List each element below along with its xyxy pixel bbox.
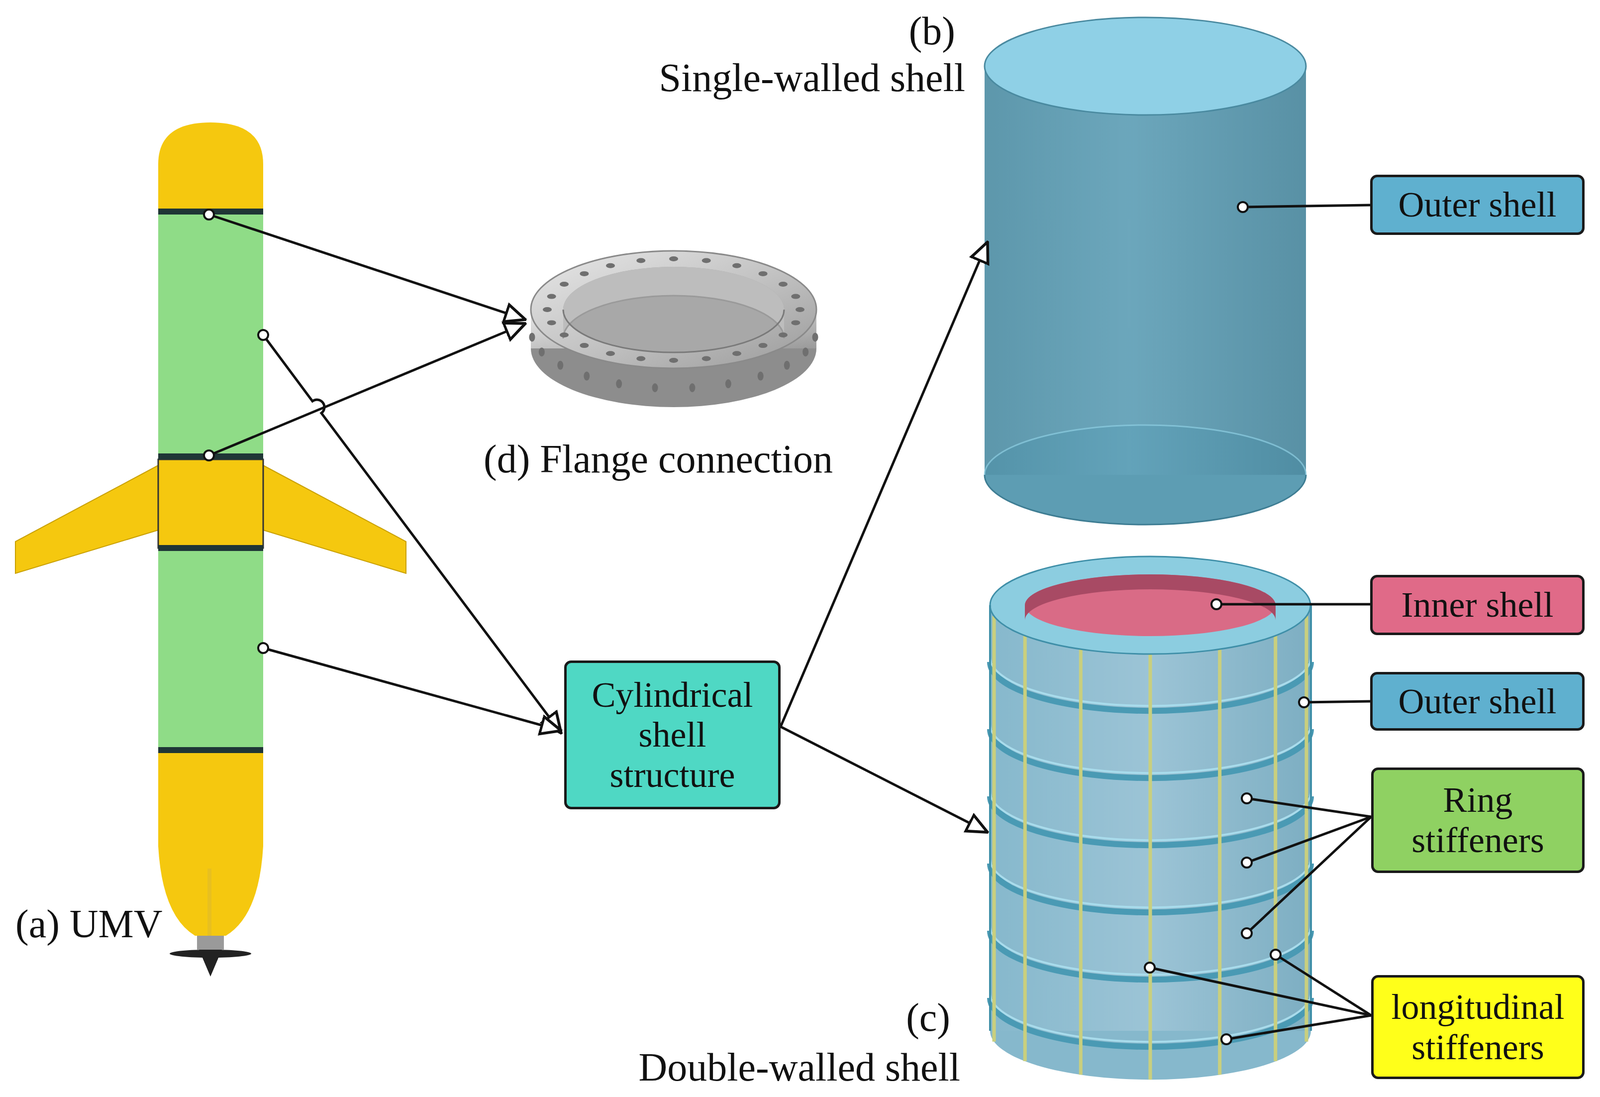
callout-box: Outer shell — [1370, 174, 1585, 235]
flange-ring — [528, 250, 818, 407]
anchor-dots — [203, 201, 1309, 1044]
callout-box: Inner shell — [1370, 574, 1585, 635]
box-text: Outer shell — [1398, 184, 1557, 225]
box-text: longitudinal stiffeners — [1378, 986, 1578, 1067]
umv-vehicle — [15, 122, 406, 977]
figure-label: (d) Flange connection — [483, 436, 833, 481]
figure-label: Single-walled shell — [659, 55, 966, 100]
callout-box: longitudinal stiffeners — [1371, 974, 1585, 1079]
figure-label: (a) UMV — [15, 901, 163, 946]
leader-lines — [1149, 204, 1372, 1039]
callout-box: Ring stiffeners — [1371, 767, 1585, 873]
arrow-lines — [208, 214, 988, 832]
callout-box: Outer shell — [1370, 671, 1585, 731]
figure-label: (b) — [908, 8, 956, 53]
box-text: Inner shell — [1401, 584, 1554, 625]
process-box: Cylindrical shell structure — [564, 660, 781, 809]
figure-label: (c) — [905, 995, 951, 1039]
double-wall-cylinder — [990, 556, 1311, 1080]
figure-label: Double-walled shell — [638, 1044, 961, 1089]
box-text: Ring stiffeners — [1378, 779, 1578, 860]
box-text: Cylindrical shell structure — [571, 674, 774, 796]
box-text: Outer shell — [1398, 681, 1557, 722]
single-wall-cylinder — [984, 17, 1306, 525]
